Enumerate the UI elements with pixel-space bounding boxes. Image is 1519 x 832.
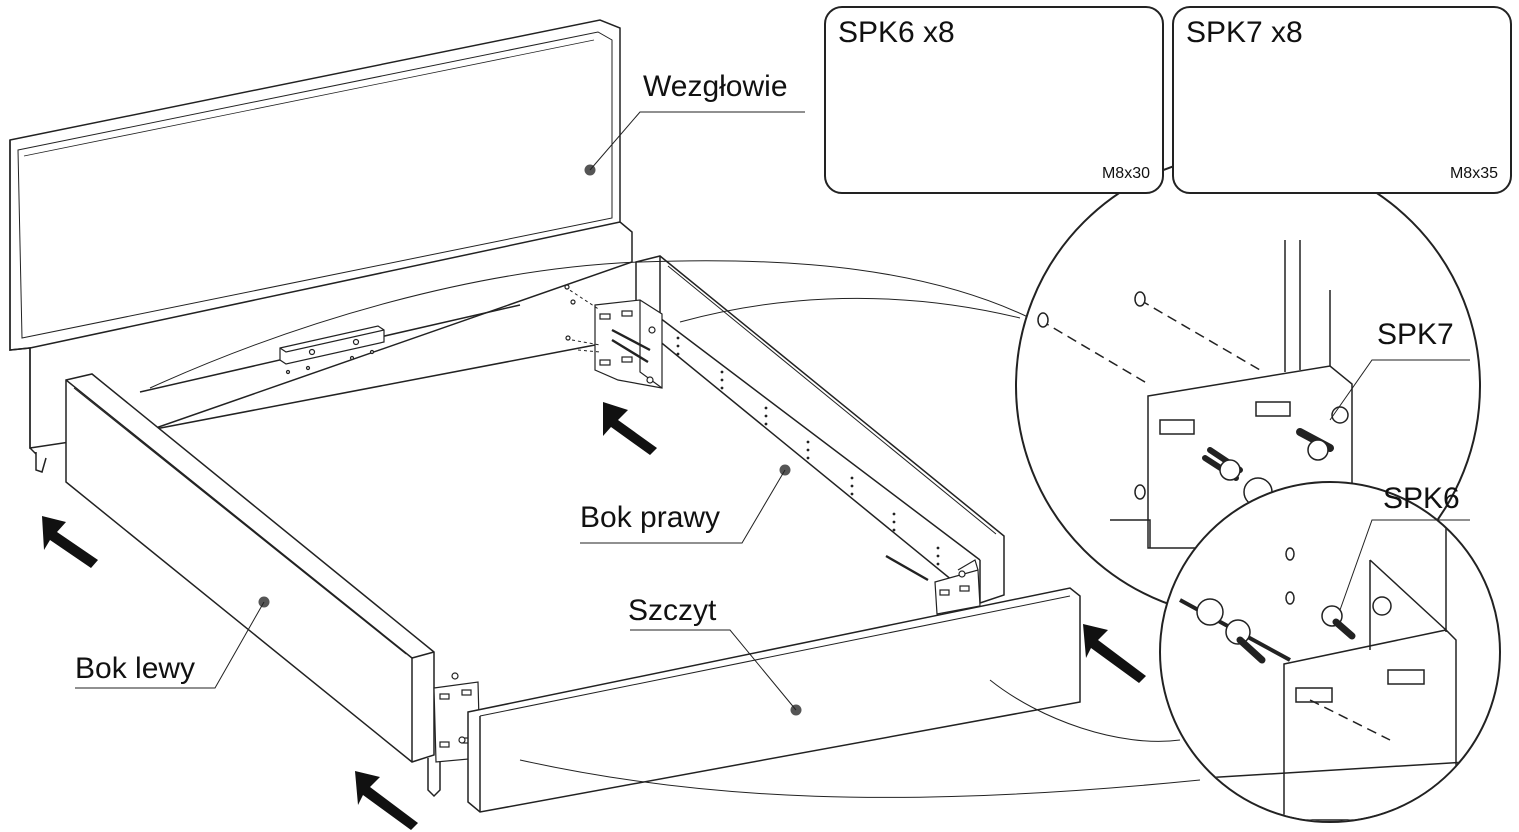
detail-connectors [149,260,1201,798]
detail-circle-spk6 [1159,481,1501,823]
label-footboard: Szczyt [628,594,717,627]
label-detail-spk6: SPK6 [1383,482,1460,515]
hardware-size: M8x35 [1449,165,1498,182]
label-left-side: Bok lewy [75,652,196,685]
label-right-side: Bok prawy [580,501,721,534]
label-detail-spk7: SPK7 [1377,318,1454,351]
arrow-left-front [355,771,418,830]
hardware-card-spk6: SPK6 x8 M8x30 [824,6,1164,194]
footboard [467,587,1081,813]
arrow-footboard-right [1083,624,1146,683]
right-front-bracket [885,554,981,615]
hardware-size: M8x30 [1101,165,1150,182]
headboard [9,19,633,473]
hardware-code-qty: SPK6 x8 [838,16,955,49]
center-bracket [279,325,385,375]
headboard-bracket [564,284,663,389]
right-side-rail [635,255,1005,604]
assembly-arrows [42,402,1146,830]
hardware-card-spk7: SPK7 x8 M8x35 [1172,6,1512,194]
callout-leaders [75,111,805,711]
left-side-rail [65,373,441,798]
hardware-code-qty: SPK7 x8 [1186,16,1303,49]
arrow-right-rail [603,402,657,455]
arrow-left-rail [42,516,98,568]
label-headboard: Wezgłowie [643,70,788,103]
